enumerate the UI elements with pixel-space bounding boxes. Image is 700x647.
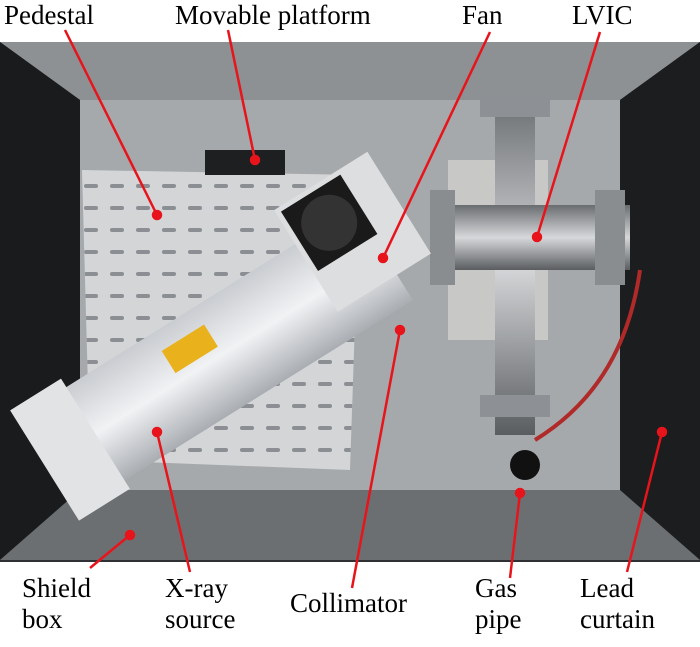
gas-valve bbox=[510, 450, 540, 480]
label-xray-line1: X-ray bbox=[165, 573, 228, 603]
label-lead-curtain: Lead curtain bbox=[580, 573, 655, 635]
label-gas-line1: Gas bbox=[475, 573, 517, 603]
movable-platform bbox=[205, 150, 285, 175]
label-gas-line2: pipe bbox=[475, 604, 522, 635]
label-gas-pipe: Gas pipe bbox=[475, 573, 522, 635]
label-pedestal: Pedestal bbox=[4, 0, 94, 30]
label-collimator: Collimator bbox=[290, 588, 407, 618]
lead-curtain bbox=[620, 42, 700, 560]
label-shield-box-line1: Shield bbox=[22, 573, 92, 603]
annotation-lines bbox=[63, 29, 668, 589]
label-lead-line2: curtain bbox=[580, 604, 655, 635]
label-lead-line1: Lead bbox=[580, 573, 634, 603]
label-xray-line2: source bbox=[165, 604, 236, 635]
label-fan: Fan bbox=[462, 0, 503, 30]
label-shield-box-line2: box bbox=[22, 604, 63, 635]
label-xray-source: X-ray source bbox=[165, 573, 235, 635]
label-movable-platform: Movable platform bbox=[175, 0, 371, 30]
label-shield-box: Shield box bbox=[22, 573, 91, 635]
label-lvic: LVIC bbox=[572, 0, 633, 30]
